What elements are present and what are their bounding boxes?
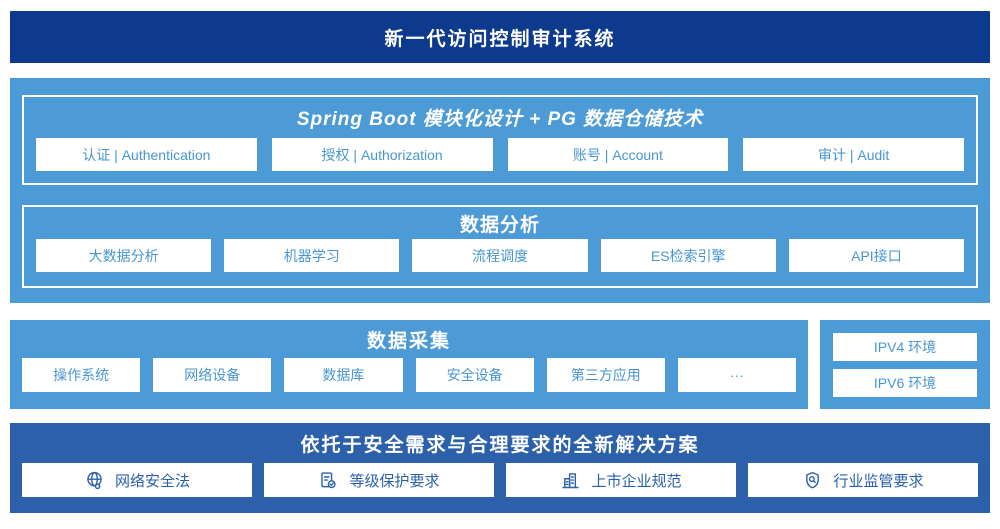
building-icon [560, 470, 581, 491]
solution-section: 依托于安全需求与合理要求的全新解决方案 网络安全法 [10, 423, 990, 513]
analysis-box-api: API接口 [788, 239, 965, 272]
analysis-box-workflow: 流程调度 [412, 239, 588, 272]
system-title: 新一代访问控制审计系统 [384, 28, 616, 50]
solution-label: 上市企业规范 [591, 472, 682, 490]
collection-label: 操作系统 [53, 367, 110, 383]
collection-box-thirdparty: 第三方应用 [546, 358, 665, 392]
analysis-label: 大数据分析 [88, 247, 159, 264]
collection-box-network-device: 网络设备 [153, 358, 272, 392]
collection-box-os: 操作系统 [22, 358, 141, 392]
analysis-label: 机器学习 [283, 247, 340, 264]
collection-label: 数据库 [322, 367, 365, 383]
shield-search-icon [802, 470, 823, 491]
analysis-box-ml: 机器学习 [224, 239, 400, 272]
document-check-icon [318, 470, 339, 491]
module-label: 账号 | Account [572, 146, 663, 163]
collection-row: 操作系统 网络设备 数据库 安全设备 第三方应用 ··· [22, 358, 797, 392]
module-label: 审计 | Audit [817, 146, 890, 163]
solution-label: 行业监管要求 [833, 472, 924, 490]
env-box-ipv6: IPV6 环境 [833, 368, 977, 397]
module-label: 授权 | Authorization [321, 146, 443, 163]
solution-label: 等级保护要求 [349, 472, 440, 490]
module-box-audit: 审计 | Audit [743, 138, 964, 171]
collection-label: 安全设备 [446, 367, 503, 383]
platform-section: Spring Boot 模块化设计 + PG 数据仓储技术 认证 | Authe… [10, 78, 990, 303]
solution-box-listed-company: 上市企业规范 [506, 463, 736, 497]
modules-panel: Spring Boot 模块化设计 + PG 数据仓储技术 认证 | Authe… [22, 95, 978, 185]
collection-section: 数据采集 操作系统 网络设备 数据库 安全设备 第三方应用 ··· [10, 320, 808, 409]
collection-box-database: 数据库 [284, 358, 403, 392]
analysis-row: 大数据分析 机器学习 流程调度 ES检索引擎 API接口 [36, 239, 965, 272]
solution-label: 网络安全法 [114, 472, 190, 490]
env-label: IPV6 环境 [873, 374, 937, 391]
solution-box-network-law: 网络安全法 [22, 463, 252, 497]
collection-label: 第三方应用 [570, 367, 641, 383]
solution-row: 网络安全法 等级保护要求 [22, 463, 978, 497]
analysis-label: API接口 [851, 247, 902, 264]
collection-label: 网络设备 [184, 367, 241, 383]
analysis-box-es: ES检索引擎 [600, 239, 776, 272]
module-box-authorization: 授权 | Authorization [271, 138, 493, 171]
env-label: IPV4 环境 [873, 338, 937, 355]
collection-title: 数据采集 [366, 330, 451, 352]
collection-box-more: ··· [677, 358, 797, 392]
analysis-panel: 数据分析 大数据分析 机器学习 流程调度 ES检索引擎 API接口 [22, 205, 978, 288]
analysis-label: 流程调度 [472, 247, 528, 264]
solution-box-protection-req: 等级保护要求 [264, 463, 494, 497]
modules-row: 认证 | Authentication 授权 | Authorization 账… [36, 138, 964, 171]
ellipsis-label: ··· [729, 367, 744, 383]
title-banner: 新一代访问控制审计系统 [10, 11, 990, 63]
globe-icon [84, 470, 105, 491]
analysis-box-bigdata: 大数据分析 [36, 239, 212, 272]
solution-box-industry-regulation: 行业监管要求 [748, 463, 978, 497]
modules-title: Spring Boot 模块化设计 + PG 数据仓储技术 [296, 109, 704, 130]
module-box-authentication: 认证 | Authentication [36, 138, 257, 171]
module-box-account: 账号 | Account [507, 138, 729, 171]
collection-and-env-row: 数据采集 操作系统 网络设备 数据库 安全设备 第三方应用 ··· IPV4 环… [10, 320, 990, 409]
analysis-title: 数据分析 [459, 214, 540, 236]
env-box-ipv4: IPV4 环境 [833, 332, 977, 361]
module-label: 认证 | Authentication [82, 146, 211, 163]
analysis-label: ES检索引擎 [650, 247, 726, 264]
environment-section: IPV4 环境 IPV6 环境 [820, 320, 990, 409]
solution-title: 依托于安全需求与合理要求的全新解决方案 [300, 434, 700, 456]
collection-box-security-device: 安全设备 [415, 358, 534, 392]
